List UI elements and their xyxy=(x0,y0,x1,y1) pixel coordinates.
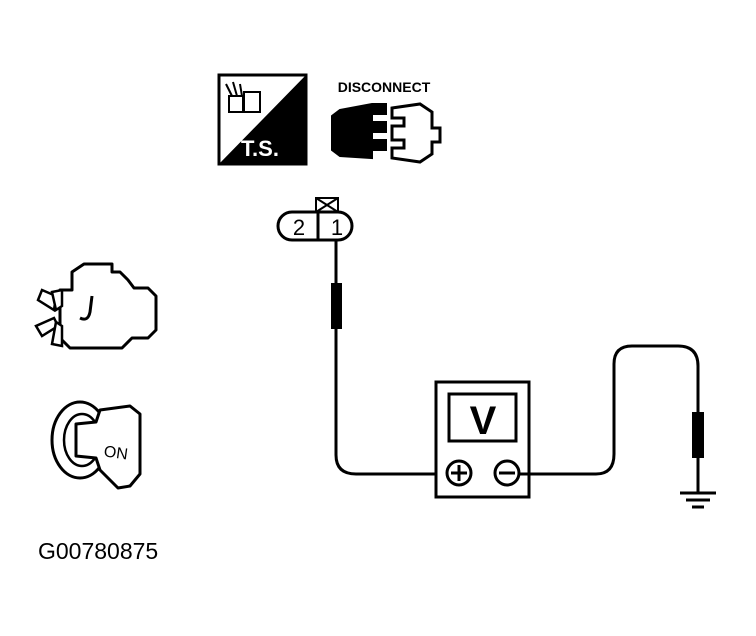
disconnect-icon: DISCONNECT xyxy=(331,79,442,164)
negative-probe-lead xyxy=(519,344,704,492)
ignition-key-icon: ON xyxy=(50,400,142,490)
ts-icon: T.S. xyxy=(217,73,308,166)
connector-pin-1: 1 xyxy=(331,215,343,240)
positive-probe-lead xyxy=(331,240,447,476)
engine-icon xyxy=(34,262,158,350)
disconnect-label: DISCONNECT xyxy=(338,79,431,95)
voltmeter: V xyxy=(434,380,531,499)
voltmeter-display: V xyxy=(470,399,497,443)
ground-icon xyxy=(680,491,716,509)
ignition-on-label: ON xyxy=(103,443,129,463)
figure-id: G00780875 xyxy=(38,538,159,564)
harness-connector: 2 1 xyxy=(276,197,354,242)
connector-pin-2: 2 xyxy=(293,215,305,240)
ts-label: T.S. xyxy=(241,136,279,161)
